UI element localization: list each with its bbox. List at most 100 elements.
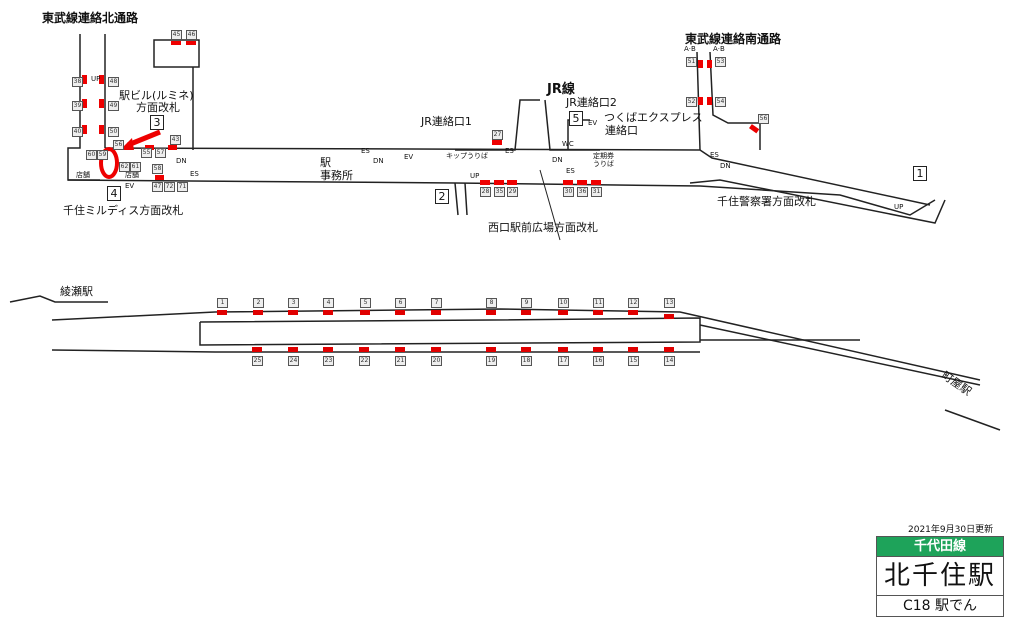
bottom-car-14: 14 <box>664 356 675 366</box>
exit-3[interactable]: 3 <box>150 115 164 130</box>
exit-2[interactable]: 2 <box>435 189 449 204</box>
car-door-mark <box>628 310 638 315</box>
door-number: 57 <box>155 148 166 158</box>
bottom-car-16: 16 <box>593 356 604 366</box>
es-label: ES <box>190 170 199 178</box>
jr-exit2-label: JR連絡口2 <box>566 96 617 109</box>
door-number: 40 <box>72 127 83 137</box>
jr-exit1-label: JR連絡口1 <box>421 115 472 128</box>
door-number: 29 <box>507 187 518 197</box>
pass-office-label-2: うりば <box>593 160 614 168</box>
top-car-11: 11 <box>593 298 604 308</box>
top-car-7: 7 <box>431 298 442 308</box>
door-number: 43 <box>170 135 181 145</box>
door-number: 48 <box>108 77 119 87</box>
door-number: 38 <box>72 77 83 87</box>
door-number: 46 <box>186 30 197 40</box>
car-door-mark <box>359 347 369 352</box>
station-name: 北千住駅 <box>877 557 1003 596</box>
es-label-2: ES <box>361 147 370 155</box>
top-car-12: 12 <box>628 298 639 308</box>
bottom-car-21: 21 <box>395 356 406 366</box>
door-number: 52 <box>686 97 697 107</box>
car-door-mark <box>431 310 441 315</box>
car-door-mark <box>486 310 496 315</box>
car-door-mark <box>521 310 531 315</box>
top-car-9: 9 <box>521 298 532 308</box>
car-door-mark <box>558 347 568 352</box>
door-number: 39 <box>72 101 83 111</box>
up-label: UP <box>91 75 101 83</box>
door-number: 71 <box>177 182 188 192</box>
car-door-mark <box>593 347 603 352</box>
door-number: 51 <box>686 57 697 67</box>
wc-label: WC <box>562 140 574 148</box>
car-door-mark <box>486 347 496 352</box>
ab-label: A·B <box>684 45 696 53</box>
door-number: 30 <box>563 187 574 197</box>
door-number: 47 <box>152 182 163 192</box>
ev-label-3: EV <box>588 119 598 127</box>
door-number: 50 <box>108 127 119 137</box>
door-number: 49 <box>108 101 119 111</box>
car-door-mark <box>395 347 405 352</box>
top-car-2: 2 <box>253 298 264 308</box>
car-door-mark <box>431 347 441 352</box>
door-number: 31 <box>591 187 602 197</box>
car-door-mark <box>395 310 405 315</box>
car-door-mark <box>664 314 674 319</box>
door-number: 72 <box>164 182 175 192</box>
lumine-gate-label-2: 方面改札 <box>136 101 180 114</box>
car-door-mark <box>558 310 568 315</box>
car-door-mark <box>217 310 227 315</box>
door-number: 45 <box>171 30 182 40</box>
ev-label: EV <box>125 182 135 190</box>
door-number: 35 <box>494 187 505 197</box>
dn-label: DN <box>176 157 187 165</box>
door-number: 56 <box>113 140 124 150</box>
ticket-machine-label: キップうりば <box>446 152 488 160</box>
bottom-car-20: 20 <box>431 356 442 366</box>
north-passage-label: 東武線連絡北通路 <box>42 11 139 25</box>
mildis-gate-label: 千住ミルディス方面改札 <box>63 204 184 217</box>
station-code: C18 駅でん <box>902 598 978 614</box>
bottom-car-18: 18 <box>521 356 532 366</box>
door-number: 28 <box>480 187 491 197</box>
office-label-2: 事務所 <box>320 169 353 182</box>
update-date: 2021年9月30日更新 <box>908 525 994 535</box>
top-car-3: 3 <box>288 298 299 308</box>
bottom-car-22: 22 <box>359 356 370 366</box>
es-label-3: ES <box>505 147 514 155</box>
ev-label-2: EV <box>404 153 414 161</box>
dn-label-3: DN <box>552 156 563 164</box>
car-door-mark <box>288 347 298 352</box>
car-door-mark <box>628 347 638 352</box>
police-gate-label: 千住警察署方面改札 <box>717 195 816 208</box>
bottom-car-25: 25 <box>252 356 263 366</box>
dn-label-2: DN <box>373 157 384 165</box>
shop-label-2: 店舗 <box>125 171 139 179</box>
car-door-mark <box>288 310 298 315</box>
top-car-8: 8 <box>486 298 497 308</box>
exit-4[interactable]: 4 <box>107 186 121 201</box>
bottom-car-17: 17 <box>558 356 569 366</box>
dn-label-4: DN <box>720 162 731 170</box>
top-car-4: 4 <box>323 298 334 308</box>
door-number: 27 <box>492 130 503 140</box>
office-label-1: 駅 <box>320 156 331 169</box>
car-door-mark <box>323 310 333 315</box>
car-door-mark <box>664 347 674 352</box>
door-number: 62 <box>119 162 130 172</box>
tx-exit-label-1: つくばエクスプレス <box>604 111 703 124</box>
tx-exit-label-2: 連絡口 <box>605 124 638 137</box>
top-car-10: 10 <box>558 298 569 308</box>
door-number: 56 <box>758 114 769 124</box>
door-number: 58 <box>152 164 163 174</box>
exit-5[interactable]: 5 <box>569 111 583 126</box>
car-door-mark <box>323 347 333 352</box>
west-gate-label: 西口駅前広場方面改札 <box>488 221 598 234</box>
platform-car-marks <box>217 310 674 352</box>
exit-1[interactable]: 1 <box>913 166 927 181</box>
